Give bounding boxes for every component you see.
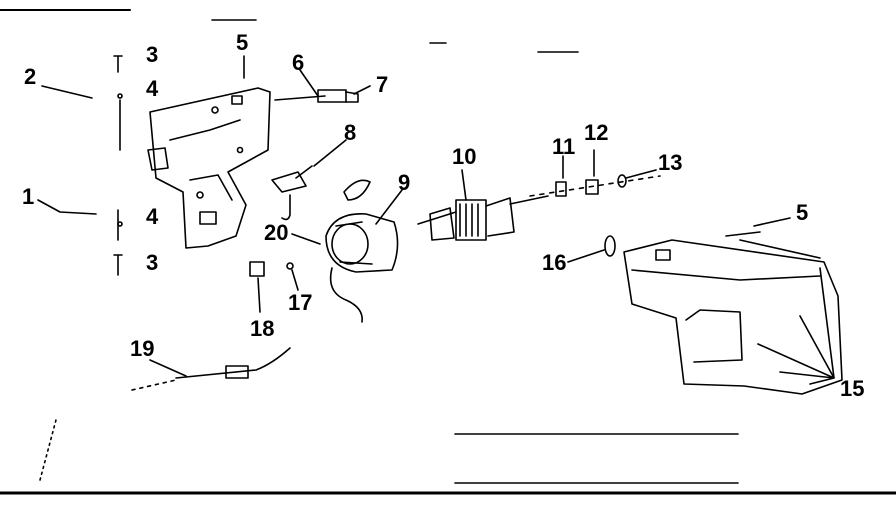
- callout-16: 16: [542, 250, 567, 275]
- callout-3: 3: [146, 250, 159, 275]
- callout-19: 19: [130, 336, 155, 361]
- small-bottom-parts: [249, 261, 294, 277]
- callout-10: 10: [452, 144, 477, 169]
- bit-part: [39, 347, 291, 481]
- callout-18: 18: [250, 316, 275, 341]
- callout-8: 8: [344, 120, 357, 145]
- callout-4: 4: [146, 76, 159, 101]
- shaft-parts: [274, 89, 359, 103]
- callout-1: 1: [22, 184, 35, 209]
- callout-15: 15: [840, 376, 865, 401]
- callout-3: 3: [146, 42, 159, 67]
- left-housing-half: [117, 87, 271, 249]
- callout-5: 5: [236, 30, 249, 55]
- callout-9: 9: [398, 170, 411, 195]
- callout-11: 11: [552, 134, 576, 159]
- callout-5: 5: [796, 200, 809, 225]
- callout-13: 13: [658, 150, 683, 175]
- leader-lines: [37, 55, 835, 385]
- callout-7: 7: [376, 72, 389, 97]
- screws-left: [113, 55, 123, 276]
- callout-20: 20: [264, 220, 289, 245]
- field-assembly: [325, 213, 399, 323]
- callout-12: 12: [584, 120, 609, 145]
- brush-part: [343, 179, 371, 201]
- switch-assembly: [271, 165, 313, 221]
- callout-4: 4: [146, 204, 159, 229]
- right-housing-half: [604, 231, 843, 395]
- armature: [417, 195, 549, 241]
- callout-2: 2: [24, 64, 37, 89]
- callout-17: 17: [288, 290, 313, 315]
- callout-6: 6: [292, 50, 305, 75]
- small-parts: [529, 174, 661, 197]
